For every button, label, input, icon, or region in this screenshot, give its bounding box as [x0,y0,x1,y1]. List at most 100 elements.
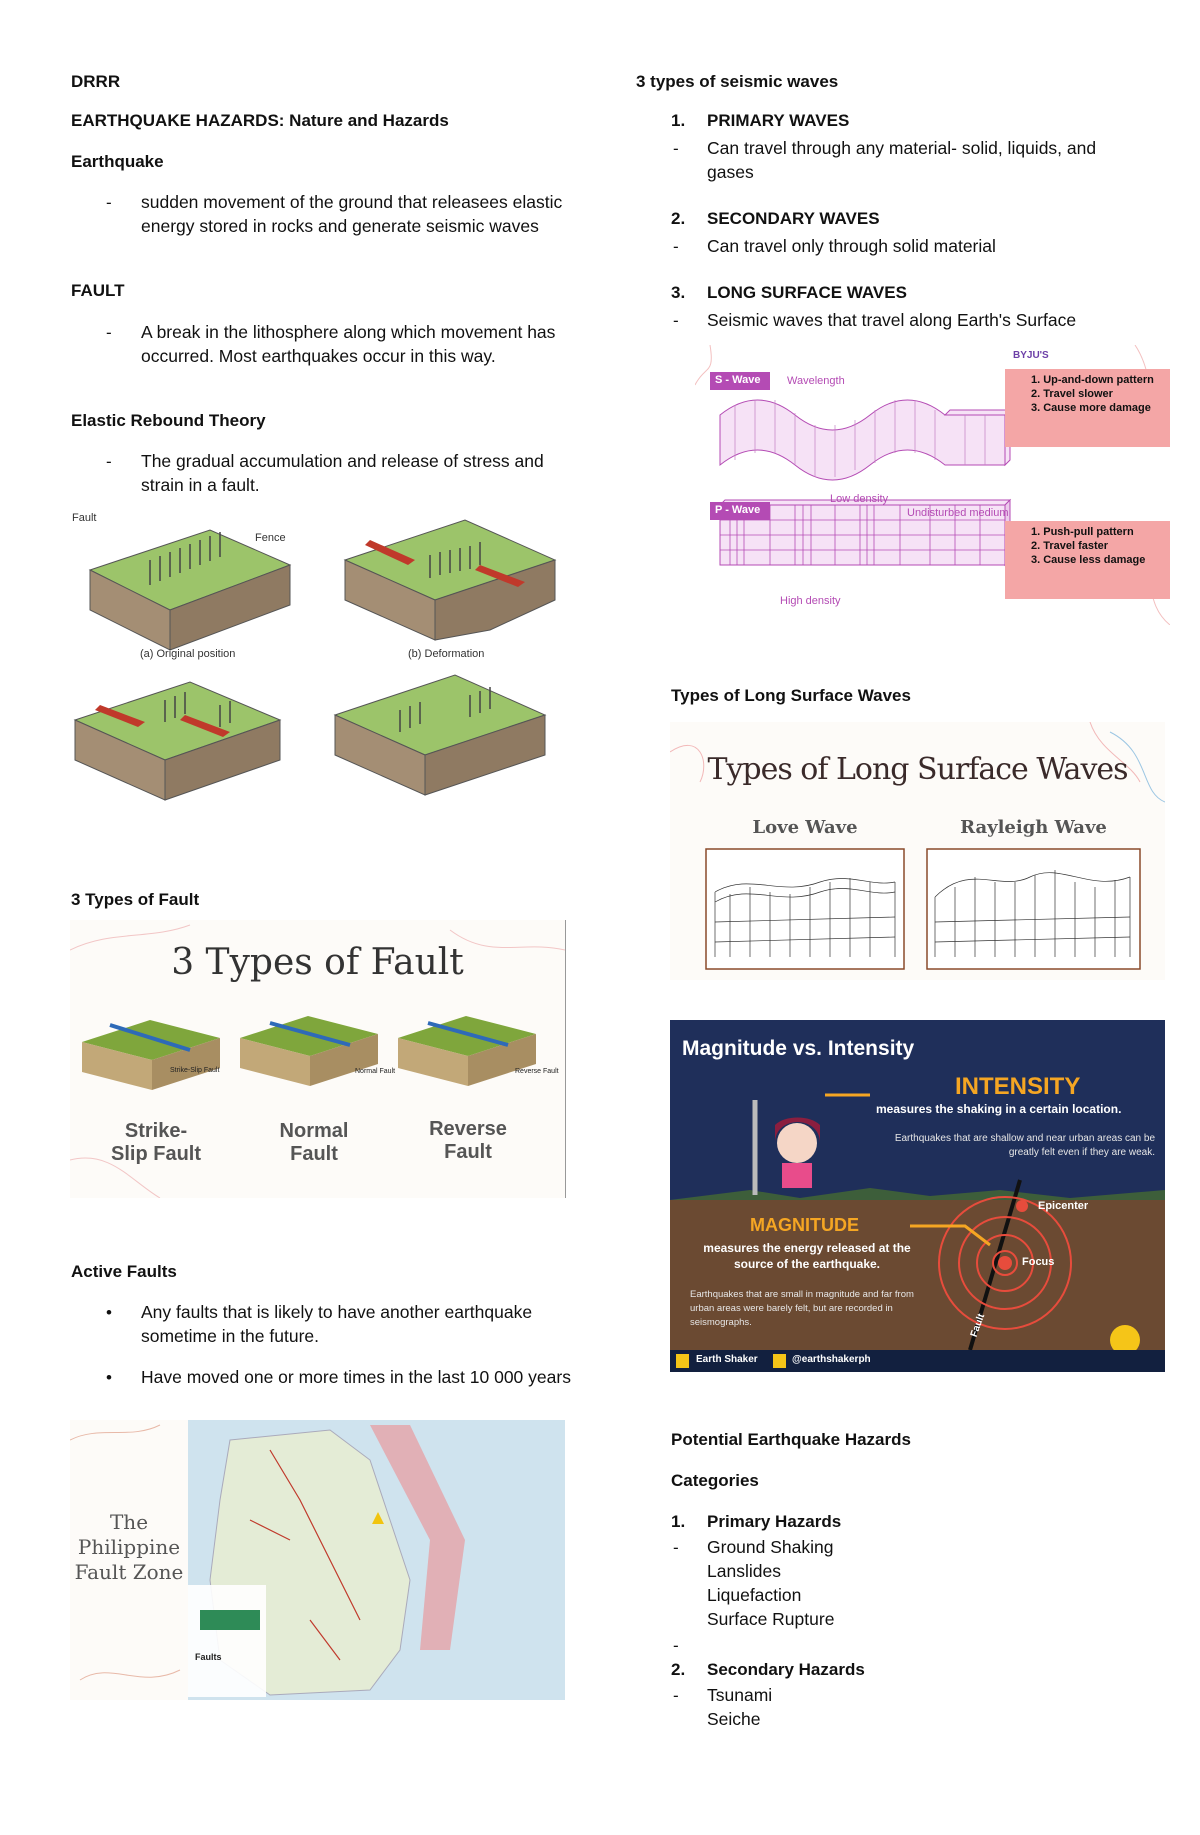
intensity-title: INTENSITY [955,1073,1081,1100]
earthquake-heading: Earthquake [71,152,164,171]
small-label: Normal Fault [355,1068,396,1075]
categories-heading: Categories [671,1471,759,1490]
small-label: Reverse Fault [515,1068,559,1075]
item-number: 3. [671,283,686,302]
hazard-item: Surface Rupture [707,1609,835,1629]
hazard-item: Liquefaction [707,1585,802,1605]
bullet-dash: - [673,139,679,158]
footer-handle: @earthshakerph [792,1354,871,1365]
item-number: 1. [671,111,686,130]
block-original [88,529,292,651]
hazard-item: Lanslides [707,1561,781,1581]
rayleigh-wave-label: Rayleigh Wave [960,817,1107,838]
fault-block-normal [240,1016,378,1086]
fault-type-label: Reverse Fault [429,1118,507,1163]
intensity-sub: measures the shaking in a certain locati… [876,1102,1122,1116]
fault-block-strike-slip [82,1020,220,1090]
intensity-text: Earthquakes that are shallow and near ur… [894,1133,1155,1158]
small-label: Strike-Slip Fault [170,1067,220,1074]
block-rebound [333,674,547,796]
bullet-dash: - [673,237,679,256]
long-surface-waves-text: Seismic waves that travel along Earth's … [707,310,1077,330]
fault-heading: FAULT [71,281,125,300]
s-wave-body [719,399,1012,481]
seismic-heading: 3 types of seismic waves [636,72,839,91]
p-wave-label: P - Wave [715,504,761,516]
focus-label: Focus [1022,1256,1055,1268]
p-note: 3. Cause less damage [1031,554,1146,566]
s-note: 2. Travel slower [1031,388,1113,400]
bullet-dash: - [106,323,112,342]
s-note: 1. Up-and-down pattern [1031,374,1154,386]
primary-hazards-list: Ground Shaking Lanslides Liquefaction Su… [707,1535,834,1631]
active-fault-bullet: Any faults that is likely to have anothe… [141,1302,533,1346]
secondary-waves-title: SECONDARY WAVES [707,209,880,228]
s-wave-notes: 1. Up-and-down pattern 2. Travel slower … [1031,373,1166,415]
secondary-waves-text: Can travel only through solid material [707,236,996,256]
brand-logo: BYJU'S [1013,350,1049,361]
bullet-dash: - [106,452,112,471]
caption-a: (a) Original position [140,648,236,660]
fault-types-figure: 3 Types of Fault Strike-Slip Fault Norma… [70,920,566,1198]
primary-waves-text: Can travel through any material- solid, … [707,138,1097,182]
label-fence: Fence [255,532,286,544]
s-note: 3. Cause more damage [1031,402,1151,414]
magnitude-intensity-figure: Magnitude vs. Intensity INTENSITY measur… [670,1020,1165,1372]
bullet-dash: - [673,1686,679,1705]
types-fault-heading: 3 Types of Fault [71,890,200,909]
item-number: 2. [671,1660,686,1679]
doc-subtitle: EARTHQUAKE HAZARDS: Nature and Hazards [71,111,449,130]
elastic-heading: Elastic Rebound Theory [71,411,266,430]
secondary-hazards-title: Secondary Hazards [707,1660,865,1679]
seismic-wave-figure: S - Wave P - Wave Wavelength Low density… [695,345,1170,625]
wavelength-label: Wavelength [787,375,845,387]
p-note: 2. Travel faster [1031,540,1109,552]
long-surface-heading: Types of Long Surface Waves [671,686,911,705]
bullet-dash: - [673,1636,679,1655]
active-faults-heading: Active Faults [71,1262,177,1281]
epicenter-label: Epicenter [1038,1200,1089,1212]
hazard-item: Seiche [707,1709,761,1729]
label-fault: Fault [72,512,97,524]
hazard-item: Tsunami [707,1685,773,1705]
magnitude-sub: measures the energy released at the sour… [703,1241,911,1271]
magnitude-text: Earthquakes that are small in magnitude … [690,1289,914,1328]
bullet-dot: • [106,1303,112,1322]
bullet-dash: - [673,311,679,330]
s-wave-label: S - Wave [715,374,761,386]
surface-figure-title: Types of Long Surface Waves [707,752,1128,787]
primary-waves-title: PRIMARY WAVES [707,111,850,130]
footer-earthshaker: Earth Shaker [696,1354,758,1365]
earthquake-definition: sudden movement of the ground that relea… [141,192,563,236]
block-deformation [343,519,557,641]
doc-title: DRRR [71,72,121,91]
fault-type-label: Strike-Slip Fault [111,1120,201,1165]
undisturbed-label: Undisturbed medium [907,507,1009,519]
block-rupture [73,681,282,801]
elastic-definition: The gradual accumulation and release of … [141,451,544,495]
magnitude-figure-title: Magnitude vs. Intensity [682,1037,915,1060]
fault-type-label: Normal Fault [279,1120,349,1165]
item-number: 1. [671,1512,686,1531]
fault-figure-title: 3 Types of Fault [171,942,464,983]
philippine-fault-map: The Philippine Fault Zone Faults [70,1420,565,1700]
elastic-rebound-figure: Fault Fence (a) Original position (b) De… [70,510,570,825]
caption-b: (b) Deformation [408,648,485,660]
bullet-dash: - [106,193,112,212]
map-title: The Philippine Fault Zone [74,1510,184,1584]
primary-hazards-title: Primary Hazards [707,1512,842,1531]
fault-definition: A break in the lithosphere along which m… [141,322,556,366]
hazard-item: Ground Shaking [707,1537,834,1557]
p-wave-notes: 1. Push-pull pattern 2. Travel faster 3.… [1031,525,1166,567]
bullet-dot: • [106,1368,112,1387]
long-surface-waves-title: LONG SURFACE WAVES [707,283,907,302]
low-density-label: Low density [830,493,889,505]
item-number: 2. [671,209,686,228]
long-surface-waves-figure: Types of Long Surface Waves Love Wave Ra… [670,722,1165,980]
magnitude-title: MAGNITUDE [750,1215,859,1235]
secondary-hazards-list: Tsunami Seiche [707,1683,772,1731]
high-density-label: High density [780,595,841,607]
p-note: 1. Push-pull pattern [1031,526,1134,538]
love-wave-label: Love Wave [752,817,858,838]
fault-block-reverse [398,1016,536,1086]
